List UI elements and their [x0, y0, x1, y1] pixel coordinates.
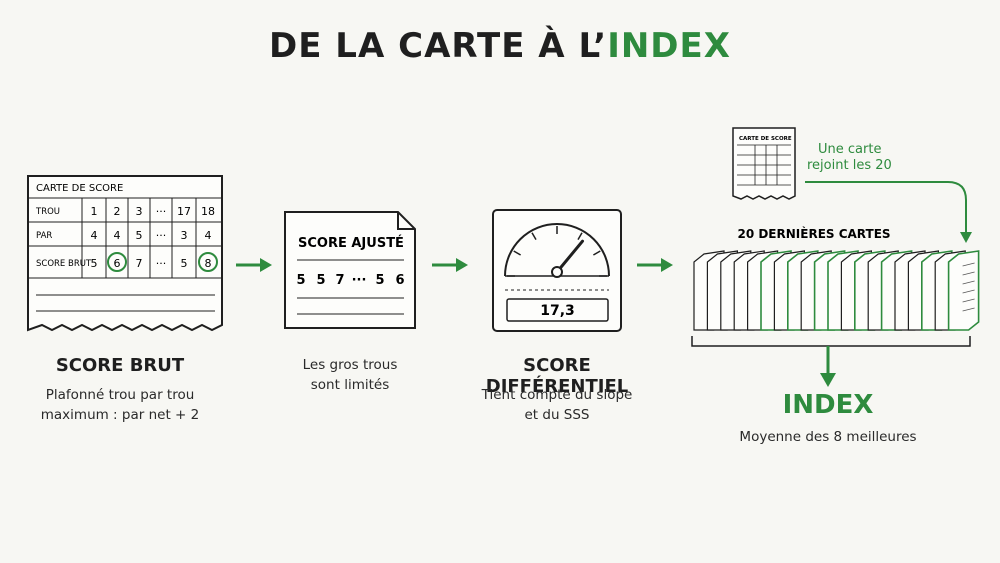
cell-score-17: 5: [181, 257, 188, 270]
gauge-tick: [577, 232, 583, 241]
step1-caption-line2: maximum : par net + 2: [40, 407, 200, 423]
title-accent: INDEX: [607, 26, 731, 66]
new-card-note-line2: rejoint les 20: [807, 158, 892, 173]
adjusted-value-18: 6: [395, 273, 404, 288]
cell-score-3: 7: [136, 257, 143, 270]
index-caption: Moyenne des 8 meilleures: [739, 429, 917, 445]
gauge-tick: [513, 250, 522, 256]
adjusted-value-3: 7: [335, 273, 344, 288]
step2-caption-line2: sont limités: [310, 377, 390, 393]
gauge-icon: 17,3: [492, 209, 622, 332]
adjusted-value-2: 5: [316, 273, 325, 288]
adjusted-heading: SCORE AJUSTÉ: [298, 235, 404, 251]
arrow-right-icon: [236, 258, 272, 272]
step1-caption-line1: Plafonné trou par trou: [45, 387, 195, 403]
circled-score-2: [107, 252, 127, 272]
gauge-tick: [531, 232, 537, 241]
step2-caption: Les gros trous sont limités: [250, 355, 450, 395]
step1-caption: Plafonné trou par trou maximum : par net…: [20, 385, 220, 425]
cell-par-18: 4: [205, 229, 212, 242]
arrow-down-icon: [820, 373, 836, 387]
gauge-needle: [555, 239, 584, 274]
stack-card: [947, 250, 980, 331]
index-title: INDEX: [782, 390, 874, 420]
differential-value: 17,3: [540, 303, 575, 319]
arrow-right-icon: [432, 258, 468, 272]
row-label-trou: TROU: [35, 207, 60, 217]
cell-par-3: 5: [136, 229, 143, 242]
new-card-heading: CARTE DE SCORE: [739, 136, 792, 142]
scorecard-icon: CARTE DE SCORE TROU PAR SCORE BRUT 1 2 3…: [27, 175, 223, 332]
cell-par-dots: ···: [156, 229, 167, 242]
new-card-note-line1: Une carte: [818, 142, 881, 157]
step1-title: SCORE BRUT: [55, 355, 185, 376]
arrow-down-icon: [960, 232, 972, 243]
gauge-tick: [592, 250, 601, 256]
cell-score-dots: ···: [156, 257, 167, 270]
stack-bracket: [691, 336, 971, 347]
step3-caption-line1: Tient compte du slope: [481, 387, 633, 403]
new-scorecard-icon: CARTE DE SCORE: [732, 127, 796, 200]
paper-icon: SCORE AJUSTÉ 5 5 7 ··· 5 6: [284, 211, 416, 329]
step3-title: SCORE DIFFÉRENTIEL: [485, 355, 629, 397]
cell-trou-1: 1: [91, 205, 98, 218]
title-main: DE LA CARTE À L’: [269, 26, 608, 66]
row-label-par: PAR: [36, 231, 52, 241]
adjusted-value-dots: ···: [352, 273, 367, 288]
cell-par-1: 4: [91, 229, 98, 242]
row-label-score-brut: SCORE BRUT: [36, 259, 92, 269]
adjusted-value-17: 5: [375, 273, 384, 288]
new-card-connector: [805, 181, 967, 234]
circled-score-18: [198, 252, 218, 272]
step3-caption: Tient compte du slope et du SSS: [457, 385, 657, 425]
cell-trou-18: 18: [201, 205, 215, 218]
cell-par-2: 4: [114, 229, 121, 242]
scorecard-heading: CARTE DE SCORE: [36, 183, 123, 194]
arrow-right-icon: [637, 258, 673, 272]
card-stack: [693, 250, 980, 331]
cell-par-17: 3: [181, 229, 188, 242]
cell-score-18: 8: [205, 257, 212, 270]
cell-trou-2: 2: [114, 205, 121, 218]
stack-label: 20 DERNIÈRES CARTES: [737, 226, 890, 241]
cell-score-1: 5: [91, 257, 98, 270]
adjusted-value-1: 5: [296, 273, 305, 288]
step2-caption-line1: Les gros trous: [302, 357, 398, 373]
cell-trou-17: 17: [177, 205, 191, 218]
cell-trou-3: 3: [136, 205, 143, 218]
step3-caption-line2: et du SSS: [524, 407, 590, 423]
cell-score-2: 6: [114, 257, 121, 270]
cell-trou-dots: ···: [156, 205, 167, 218]
page-title: DE LA CARTE À L’INDEX: [0, 26, 1000, 66]
